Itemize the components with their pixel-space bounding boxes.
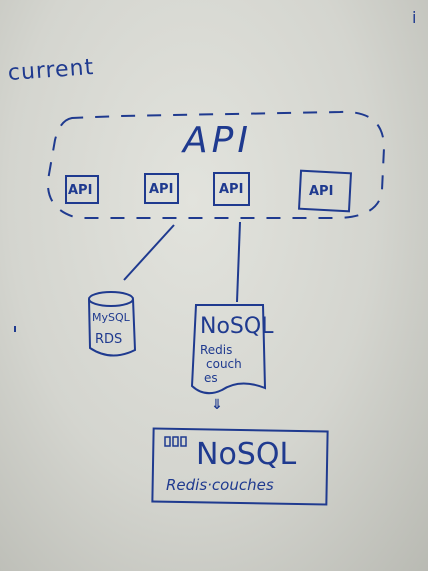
nosql-box	[190, 304, 267, 395]
cluster-node-1	[164, 436, 171, 447]
nosql-line3: es	[204, 371, 218, 385]
nosql-line2: couch	[206, 357, 242, 371]
api-node-box-4	[297, 169, 353, 213]
down-arrow-icon: ⇓	[211, 397, 223, 413]
nosql-line1: Redis	[200, 343, 233, 357]
api-node-box-3	[213, 172, 250, 206]
cluster-node-3	[180, 436, 187, 447]
nosql-cluster-sublabel: Redis·couches	[166, 476, 274, 494]
api-group-label: API	[183, 120, 252, 161]
nosql-cluster-box	[151, 427, 329, 506]
cluster-node-2	[172, 436, 179, 447]
connector-to-nosql	[236, 221, 241, 303]
connector-to-mysql	[123, 224, 175, 281]
corner-mark: i	[412, 8, 417, 27]
mysql-label-line2: RDS	[95, 332, 123, 347]
api-node-label-2: API	[149, 182, 174, 197]
nosql-label: NoSQL	[200, 314, 274, 339]
api-node-box-2	[144, 173, 179, 204]
mysql-label-line1: MySQL	[92, 311, 130, 324]
api-node-label-1: API	[68, 183, 93, 198]
mysql-cylinder	[88, 291, 137, 357]
api-node-label-3: API	[219, 182, 244, 197]
diagram-title: current	[7, 55, 96, 86]
api-node-label-4: API	[309, 184, 334, 199]
api-node-box-1	[65, 175, 99, 204]
nosql-cluster-label: NoSQL	[196, 437, 297, 472]
